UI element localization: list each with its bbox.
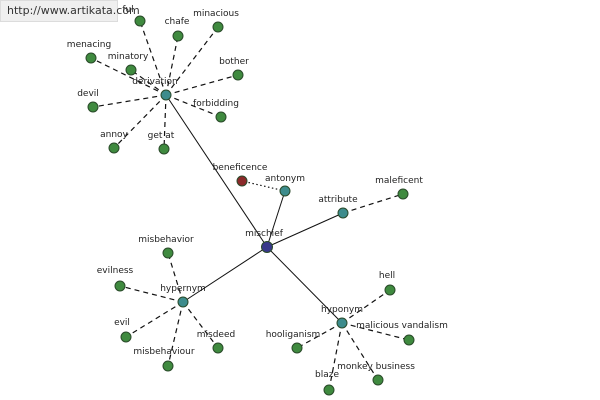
- leaf-node-forbidding[interactable]: [215, 111, 227, 123]
- relation-label-attribute: attribute: [318, 195, 358, 205]
- edge-derivation-menacing: [90, 57, 167, 96]
- leaf-node-minacious[interactable]: [212, 21, 224, 33]
- leaf-label-evil: evil: [114, 318, 130, 328]
- leaf-label-ful: ful: [122, 5, 133, 15]
- leaf-node-annoy[interactable]: [108, 142, 120, 154]
- leaf-node-minatory[interactable]: [125, 64, 137, 76]
- leaf-label-minacious: minacious: [193, 9, 239, 19]
- leaf-node-misbehaviour[interactable]: [162, 360, 174, 372]
- leaf-label-beneficence: beneficence: [213, 163, 268, 173]
- leaf-node-get-at[interactable]: [158, 143, 170, 155]
- leaf-node-beneficence[interactable]: [236, 175, 248, 187]
- leaf-node-evil[interactable]: [120, 331, 132, 343]
- leaf-label-minatory: minatory: [108, 52, 149, 62]
- leaf-label-forbidding: forbidding: [193, 99, 239, 109]
- leaf-node-malicious-vandalism[interactable]: [403, 334, 415, 346]
- edge-derivation-devil: [92, 94, 167, 108]
- edge-attribute-maleficent: [342, 193, 404, 214]
- leaf-label-get-at: get at: [148, 131, 175, 141]
- edge-derivation-get-at: [163, 94, 167, 150]
- leaf-label-devil: devil: [77, 89, 99, 99]
- leaf-label-hooliganism: hooliganism: [266, 330, 321, 340]
- leaf-node-blaze[interactable]: [323, 384, 335, 396]
- edge-hyponym-malicious-vandalism: [341, 322, 410, 341]
- edge-center-hyponym: [266, 246, 343, 324]
- leaf-node-misdeed[interactable]: [212, 342, 224, 354]
- relation-node-antonym[interactable]: [279, 185, 291, 197]
- source-url-link[interactable]: http://www.artikata.com: [0, 0, 140, 22]
- relation-label-derivation: derivation: [132, 77, 178, 87]
- edge-hypernym-misbehavior: [167, 252, 184, 303]
- relation-label-antonym: antonym: [265, 174, 305, 184]
- leaf-label-chafe: chafe: [165, 17, 190, 27]
- edge-derivation-minatory: [130, 69, 167, 96]
- edge-hyponym-hell: [341, 289, 391, 324]
- edge-center-attribute: [266, 212, 344, 248]
- relation-node-hyponym[interactable]: [336, 317, 348, 329]
- relation-label-hyponym: hyponym: [321, 305, 363, 315]
- edge-center-antonym: [266, 190, 286, 248]
- edge-center-derivation: [165, 94, 268, 248]
- leaf-label-misdeed: misdeed: [197, 330, 235, 340]
- leaf-label-misbehaviour: misbehaviour: [133, 347, 194, 357]
- leaf-node-maleficent[interactable]: [397, 188, 409, 200]
- leaf-node-hell[interactable]: [384, 284, 396, 296]
- leaf-node-chafe[interactable]: [172, 30, 184, 42]
- leaf-node-devil[interactable]: [87, 101, 99, 113]
- leaf-label-menacing: menacing: [67, 40, 111, 50]
- leaf-label-evilness: evilness: [97, 266, 134, 276]
- edge-hyponym-monkey-business: [341, 322, 379, 381]
- leaf-node-hooliganism[interactable]: [291, 342, 303, 354]
- edge-derivation-forbidding: [165, 94, 222, 118]
- edge-hypernym-misdeed: [182, 301, 219, 349]
- leaf-node-evilness[interactable]: [114, 280, 126, 292]
- relation-node-hypernym[interactable]: [177, 296, 189, 308]
- edge-antonym-beneficence: [241, 180, 286, 192]
- leaf-node-menacing[interactable]: [85, 52, 97, 64]
- edge-derivation-annoy: [113, 94, 167, 149]
- leaf-node-monkey-business[interactable]: [372, 374, 384, 386]
- leaf-node-ful[interactable]: [134, 15, 146, 27]
- leaf-label-blaze: blaze: [315, 370, 339, 380]
- edge-center-hypernym: [182, 246, 268, 303]
- edge-hyponym-blaze: [328, 322, 343, 391]
- leaf-label-malicious-vandalism: malicious vandalism: [356, 321, 448, 331]
- leaf-label-monkey-business: monkey business: [337, 362, 415, 372]
- edge-hypernym-evilness: [119, 285, 184, 303]
- center-node-mischief[interactable]: [261, 241, 273, 253]
- leaf-node-misbehavior[interactable]: [162, 247, 174, 259]
- leaf-label-maleficent: maleficent: [375, 176, 423, 186]
- center-label-mischief: mischief: [245, 229, 284, 239]
- edge-derivation-bother: [165, 74, 239, 96]
- relation-node-attribute[interactable]: [337, 207, 349, 219]
- edge-hypernym-misbehaviour: [167, 301, 184, 367]
- edge-hypernym-evil: [125, 301, 184, 338]
- relation-node-derivation[interactable]: [160, 89, 172, 101]
- edge-derivation-ful: [139, 20, 167, 96]
- leaf-label-bother: bother: [219, 57, 249, 67]
- graph-edges: [90, 20, 410, 391]
- relation-label-hypernym: hypernym: [160, 284, 206, 294]
- leaf-label-hell: hell: [379, 271, 395, 281]
- leaf-label-misbehavior: misbehavior: [138, 235, 194, 245]
- edge-derivation-chafe: [165, 35, 179, 96]
- leaf-label-annoy: annoy: [100, 130, 128, 140]
- leaf-node-bother[interactable]: [232, 69, 244, 81]
